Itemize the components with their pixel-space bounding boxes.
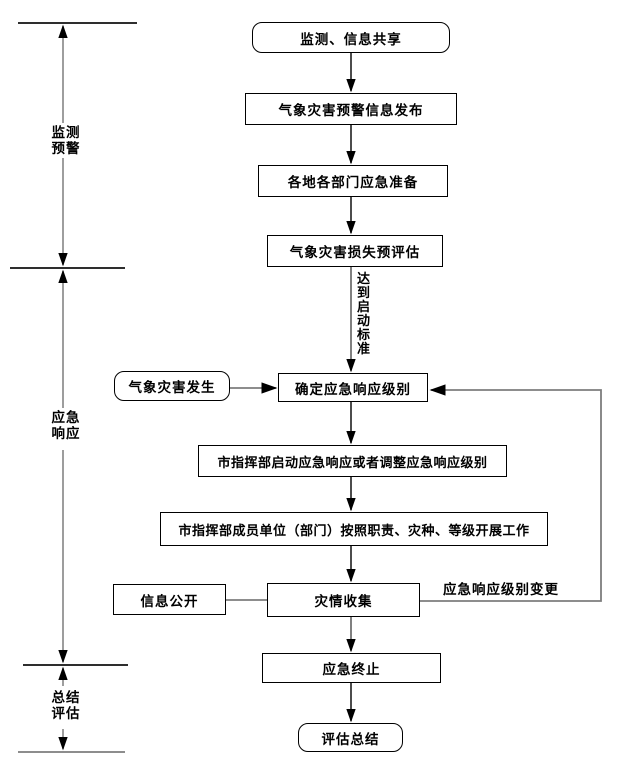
feedback-loop-arrow [420,384,602,602]
phase-label-line: 评估 [51,706,81,721]
node-members-carry-out-work: 市指挥部成员单位（部门）按照职责、灾种、等级开展工作 [160,512,548,546]
node-monitor-info-share: 监测、信息共享 [252,22,450,53]
node-evaluation-summary: 评估总结 [298,723,403,752]
node-determine-response-level: 确定应急响应级别 [278,373,428,402]
phase-label-line: 监测 [51,125,81,140]
phase-label-line: 应急 [51,410,81,425]
node-info-disclosure: 信息公开 [113,584,226,615]
node-warning-info-release: 气象灾害预警信息发布 [245,93,457,125]
phase-label-line: 总结 [51,690,81,705]
feedback-loop-label: 应急响应级别变更 [443,578,559,598]
phase-label-summary-evaluation: 总结 评估 [40,690,92,722]
node-disaster-info-collection: 灾情收集 [267,583,420,617]
node-loss-pre-assessment: 气象灾害损失预评估 [267,235,443,267]
phase-label-line: 响应 [51,426,81,441]
phase-label-line: 预警 [51,141,81,156]
phase-label-monitoring-warning: 监测 预警 [40,125,92,157]
phase-label-emergency-response: 应急 响应 [40,410,92,442]
node-disaster-occurs: 气象灾害发生 [114,371,230,401]
node-dept-emergency-prep: 各地各部门应急准备 [258,165,448,197]
node-emergency-termination: 应急终止 [262,653,441,683]
trigger-condition-note: 达到启动标准 [357,271,372,356]
node-hq-start-adjust-response: 市指挥部启动应急响应或者调整应急响应级别 [198,445,507,477]
